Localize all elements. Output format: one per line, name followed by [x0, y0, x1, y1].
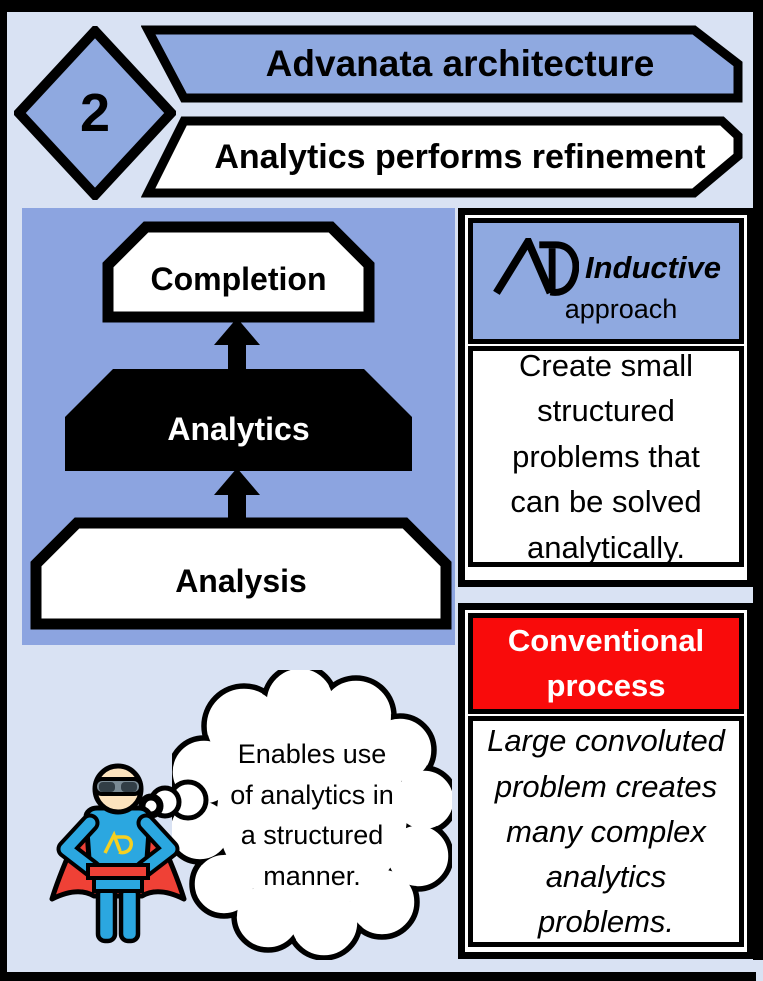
superhero-mascot-icon	[49, 763, 187, 944]
stage-analytics-shape	[65, 369, 412, 471]
stage-analysis-shape	[30, 517, 452, 630]
title-banner-shape	[141, 25, 743, 103]
mascot-belt	[86, 863, 150, 880]
conventional-body-text: Large convoluted problem creates many co…	[468, 716, 744, 947]
arrow-up-icon	[214, 468, 260, 522]
conventional-heading-line2: process	[546, 667, 666, 703]
frame-right	[753, 0, 763, 960]
mascot-leg	[95, 884, 118, 944]
inductive-body-text: Create small structured problems that ca…	[468, 346, 744, 567]
frame-top	[0, 0, 763, 12]
thought-bubble-cloud	[172, 670, 452, 960]
mascot-leg	[118, 884, 141, 944]
arrow-up-icon	[214, 318, 260, 372]
ad-logo-icon	[493, 237, 579, 296]
frame-left	[0, 0, 7, 981]
conventional-heading-line1: Conventional	[507, 622, 705, 658]
conventional-process-box: Conventional process Large convoluted pr…	[458, 603, 754, 959]
thought-trail-icon	[138, 779, 209, 821]
mascot-chest-logo	[103, 830, 122, 854]
inductive-subheading: approach	[564, 293, 678, 324]
mascot-arm	[138, 817, 176, 875]
conventional-header: Conventional process	[468, 613, 744, 714]
inductive-header: Inductive approach	[468, 218, 744, 344]
mascot-arm	[60, 817, 98, 875]
inductive-heading: Inductive	[584, 249, 722, 285]
subtitle-banner-shape	[141, 116, 743, 198]
step-diamond	[14, 26, 176, 200]
frame-bottom	[0, 972, 756, 981]
stage-completion-shape	[102, 221, 375, 323]
inductive-approach-box: Inductive approach Create small structur…	[458, 208, 754, 587]
